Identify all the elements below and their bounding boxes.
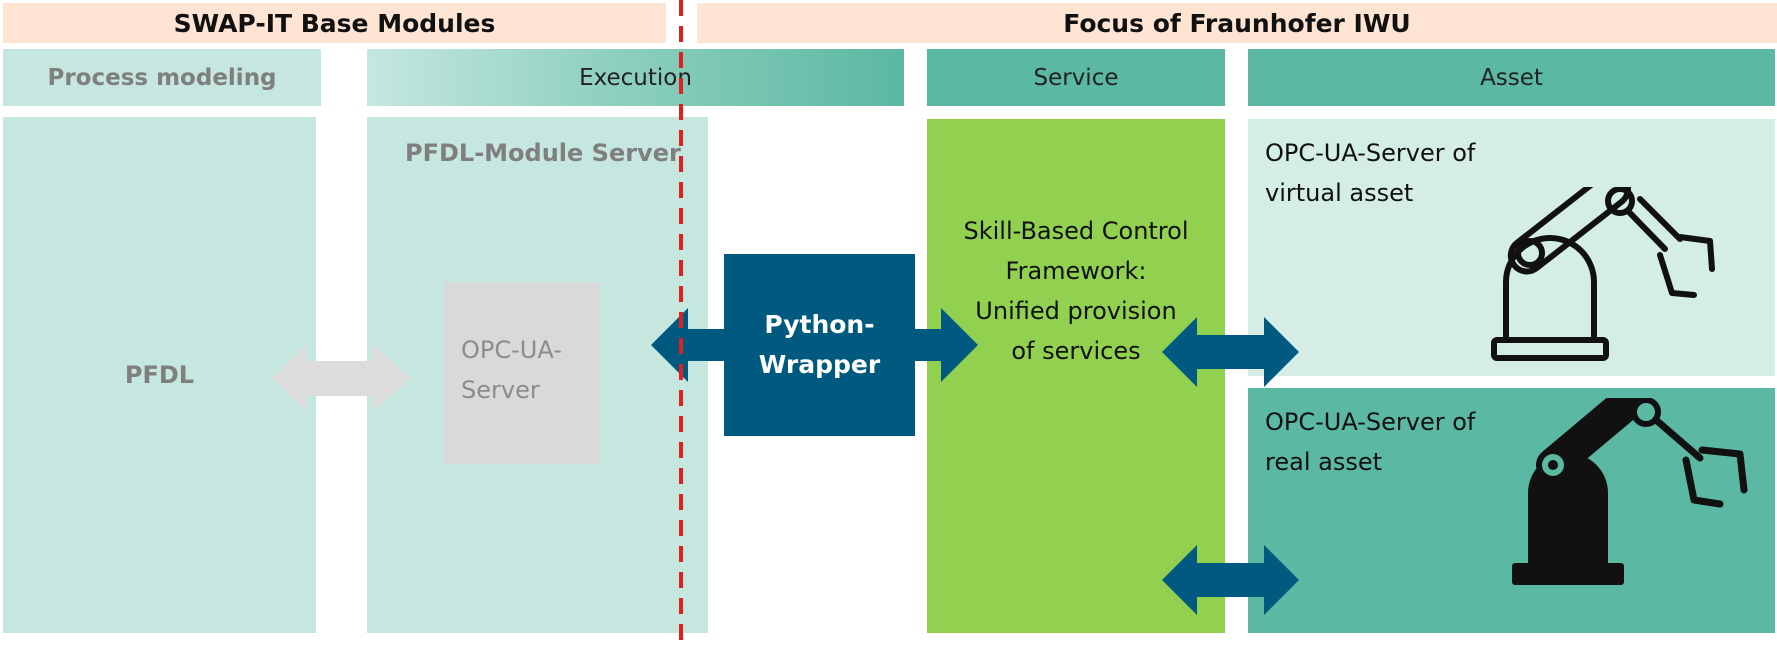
pfdl-label: PFDL [124, 361, 195, 389]
opcua-server-box: OPC-UA- Server [444, 282, 600, 464]
base-modules-banner: SWAP-IT Base Modules [3, 3, 666, 43]
service-virtual-asset-arrow [1162, 317, 1299, 387]
execution-label: Execution [579, 64, 692, 91]
real-asset-panel: OPC-UA-Server of real asset [1248, 388, 1775, 633]
virtual-asset-panel: OPC-UA-Server of virtual asset [1248, 119, 1775, 376]
pfdl-panel: PFDL [3, 117, 316, 633]
skill-label-line2: Framework: [1005, 257, 1147, 285]
execution-wrapper-arrow [651, 308, 726, 382]
service-header: Service [927, 49, 1225, 106]
opcua-server-label-line1: OPC-UA- [461, 336, 562, 364]
pfdl-opcua-arrow [272, 344, 411, 412]
process-modeling-header: Process modeling [3, 49, 321, 106]
focus-banner: Focus of Fraunhofer IWU [697, 3, 1777, 43]
python-wrapper-label-line1: Python- [764, 310, 875, 339]
robot-arm-outline-icon [1491, 187, 1715, 361]
robot-arm-filled-icon [1512, 398, 1748, 585]
python-wrapper-label-line2: Wrapper [758, 350, 881, 379]
virtual-asset-label-line2: virtual asset [1265, 179, 1414, 207]
asset-label: Asset [1480, 64, 1543, 91]
process-modeling-label: Process modeling [47, 64, 277, 91]
asset-header: Asset [1248, 49, 1775, 106]
pfdl-module-server-label: PFDL-Module Server [405, 139, 681, 167]
skill-label-line4: of services [1011, 337, 1141, 365]
real-asset-label-line1: OPC-UA-Server of [1265, 408, 1476, 436]
service-real-asset-arrow [1162, 545, 1299, 615]
skill-framework-panel: Skill-Based Control Framework: Unified p… [927, 119, 1225, 633]
real-asset-label-line2: real asset [1265, 448, 1382, 476]
wrapper-service-arrow [913, 308, 978, 382]
opcua-server-label-line2: Server [461, 376, 540, 404]
skill-label-line3: Unified provision [975, 297, 1177, 325]
execution-header: Execution [367, 49, 904, 106]
skill-label-line1: Skill-Based Control [963, 217, 1189, 245]
service-label: Service [1033, 64, 1119, 91]
focus-title: Focus of Fraunhofer IWU [1063, 8, 1411, 38]
python-wrapper-box: Python- Wrapper [724, 254, 915, 436]
base-modules-title: SWAP-IT Base Modules [173, 8, 496, 38]
virtual-asset-label-line1: OPC-UA-Server of [1265, 139, 1476, 167]
